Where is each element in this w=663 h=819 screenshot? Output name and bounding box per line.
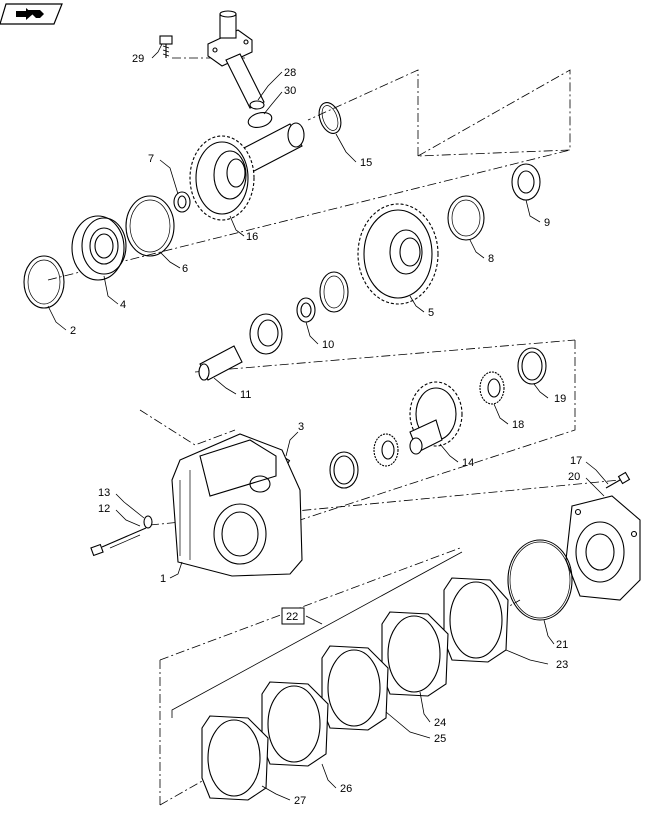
o-ring-21	[507, 539, 573, 621]
gasket-26	[261, 681, 329, 767]
callout-10: 10	[322, 339, 334, 351]
callout-29: 29	[132, 53, 144, 65]
callout-12: 12	[98, 503, 110, 515]
bearing-10	[249, 297, 316, 355]
callout-1: 1	[160, 573, 166, 585]
housing-1	[171, 433, 303, 577]
gear-shaft-14	[409, 381, 463, 455]
callout-4: 4	[120, 299, 126, 311]
spacer-7	[173, 191, 191, 213]
callout-16: 16	[246, 231, 258, 243]
callout-22: 22	[286, 611, 298, 623]
gasket-25	[321, 645, 389, 731]
callout-18: 18	[512, 419, 524, 431]
bolt-12	[90, 515, 153, 557]
callout-14: 14	[462, 457, 474, 469]
callout-26: 26	[340, 783, 352, 795]
snap-ring-small	[319, 271, 349, 313]
bearing-4	[71, 215, 127, 281]
washer-13	[143, 515, 153, 529]
bearing-cup-19	[517, 347, 547, 385]
callout-28: 28	[284, 67, 296, 79]
callout-17: 17	[570, 455, 582, 467]
gasket-23	[443, 577, 509, 663]
callout-15: 15	[360, 157, 372, 169]
callout-19: 19	[554, 393, 566, 405]
callout-8: 8	[488, 253, 494, 265]
bolt-29	[159, 35, 173, 58]
snap-ring-15	[318, 102, 342, 134]
bearing-cone-cup-pair	[329, 433, 399, 489]
callout-9: 9	[544, 217, 550, 229]
gear-16	[189, 122, 305, 221]
bearing-9	[511, 163, 541, 201]
callout-13: 13	[98, 487, 110, 499]
gear-5	[357, 203, 439, 305]
gasket-27	[201, 715, 269, 801]
gasket-24	[381, 611, 449, 697]
bearing-cone-18	[479, 371, 505, 405]
callout-23: 23	[556, 659, 568, 671]
leader-lines	[47, 43, 609, 801]
cover-20	[565, 495, 641, 601]
shaft-28	[207, 10, 265, 110]
callout-labels: 29 28 30 15 7 16 9 8 6 4 2 5 10 11 19 18…	[70, 53, 582, 807]
snap-ring-2	[23, 255, 65, 309]
callout-7: 7	[148, 153, 154, 165]
callout-2: 2	[70, 325, 76, 337]
callout-20: 20	[568, 471, 580, 483]
callout-11: 11	[240, 389, 251, 401]
callout-25: 25	[434, 733, 446, 745]
kit-22-bracket	[171, 551, 463, 718]
snap-ring-6	[125, 195, 175, 257]
kit-22-box: 22	[281, 607, 305, 625]
callout-30: 30	[284, 85, 296, 97]
callout-3: 3	[298, 421, 304, 433]
bolt-17	[605, 471, 631, 489]
callout-21: 21	[556, 639, 568, 651]
o-ring-30	[247, 112, 273, 128]
snap-ring-8	[447, 195, 485, 241]
callout-6: 6	[182, 263, 188, 275]
callout-27: 27	[294, 795, 306, 807]
callout-5: 5	[428, 307, 434, 319]
page-navigation-icon[interactable]	[0, 3, 63, 25]
callout-24: 24	[434, 717, 446, 729]
pin-11	[198, 345, 243, 381]
